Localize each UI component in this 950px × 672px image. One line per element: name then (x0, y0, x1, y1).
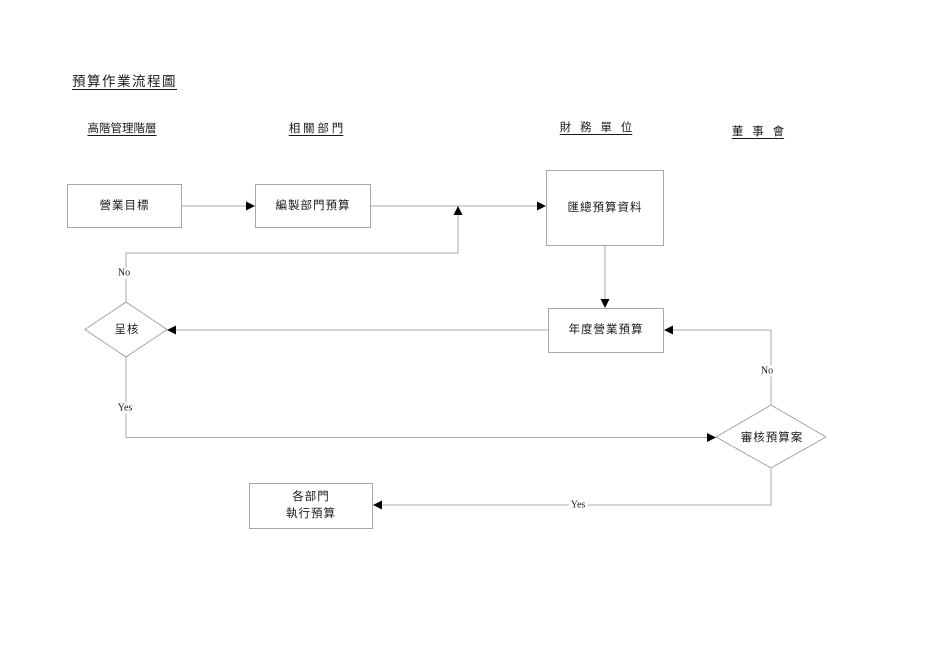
edge-label-review-yes: Yes (568, 499, 588, 511)
node-business-goal: 營業目標 (67, 184, 182, 228)
node-departments-execute-budget-line1: 各部門 (292, 491, 330, 504)
arrowhead-icon (373, 500, 382, 510)
arrowhead-icon (600, 299, 610, 308)
decision-submit-label: 呈核 (114, 324, 140, 336)
edge-label-review-no: No (758, 365, 776, 377)
node-annual-operating-budget-label: 年度營業預算 (568, 324, 644, 337)
connector-review-yes-to-execute (382, 468, 772, 506)
connector-submit-no-loop (125, 215, 459, 302)
node-prepare-department-budget: 編製部門預算 (255, 184, 371, 228)
decision-diamond-review (714, 404, 828, 469)
page-title: 預算作業流程圖 (72, 74, 177, 89)
decision-review-label: 審核預算案 (740, 432, 804, 444)
node-consolidate-budget-data: 匯總預算資料 (546, 170, 664, 246)
node-consolidate-budget-data-label: 匯總預算資料 (567, 201, 643, 214)
arrowhead-icon (246, 201, 255, 211)
arrowhead-icon (167, 325, 176, 335)
column-header-related-departments: 相 關 部 門 (288, 123, 344, 135)
arrowhead-icon (707, 433, 716, 442)
node-departments-execute-budget-line2: 執行預算 (286, 508, 336, 520)
column-header-top-management: 高階管理階層 (87, 123, 157, 135)
connector-review-no-to-annual (673, 329, 772, 405)
edge-label-submit-no: No (115, 267, 133, 279)
connector-submit-yes-to-review (125, 357, 707, 438)
node-annual-operating-budget: 年度營業預算 (548, 308, 664, 353)
node-prepare-department-budget-label: 編製部門預算 (275, 199, 351, 212)
column-header-board-of-directors: 董 事 會 (731, 126, 785, 138)
column-header-finance-unit: 財 務 單 位 (559, 122, 633, 134)
arrowhead-icon (537, 201, 546, 211)
edge-label-submit-yes: Yes (115, 402, 135, 414)
decision-diamond-submit (84, 301, 168, 358)
node-business-goal-label: 營業目標 (99, 199, 150, 212)
arrowhead-icon (664, 325, 673, 335)
arrowhead-icon (453, 206, 463, 215)
node-departments-execute-budget: 各部門 執行預算 (249, 483, 373, 529)
